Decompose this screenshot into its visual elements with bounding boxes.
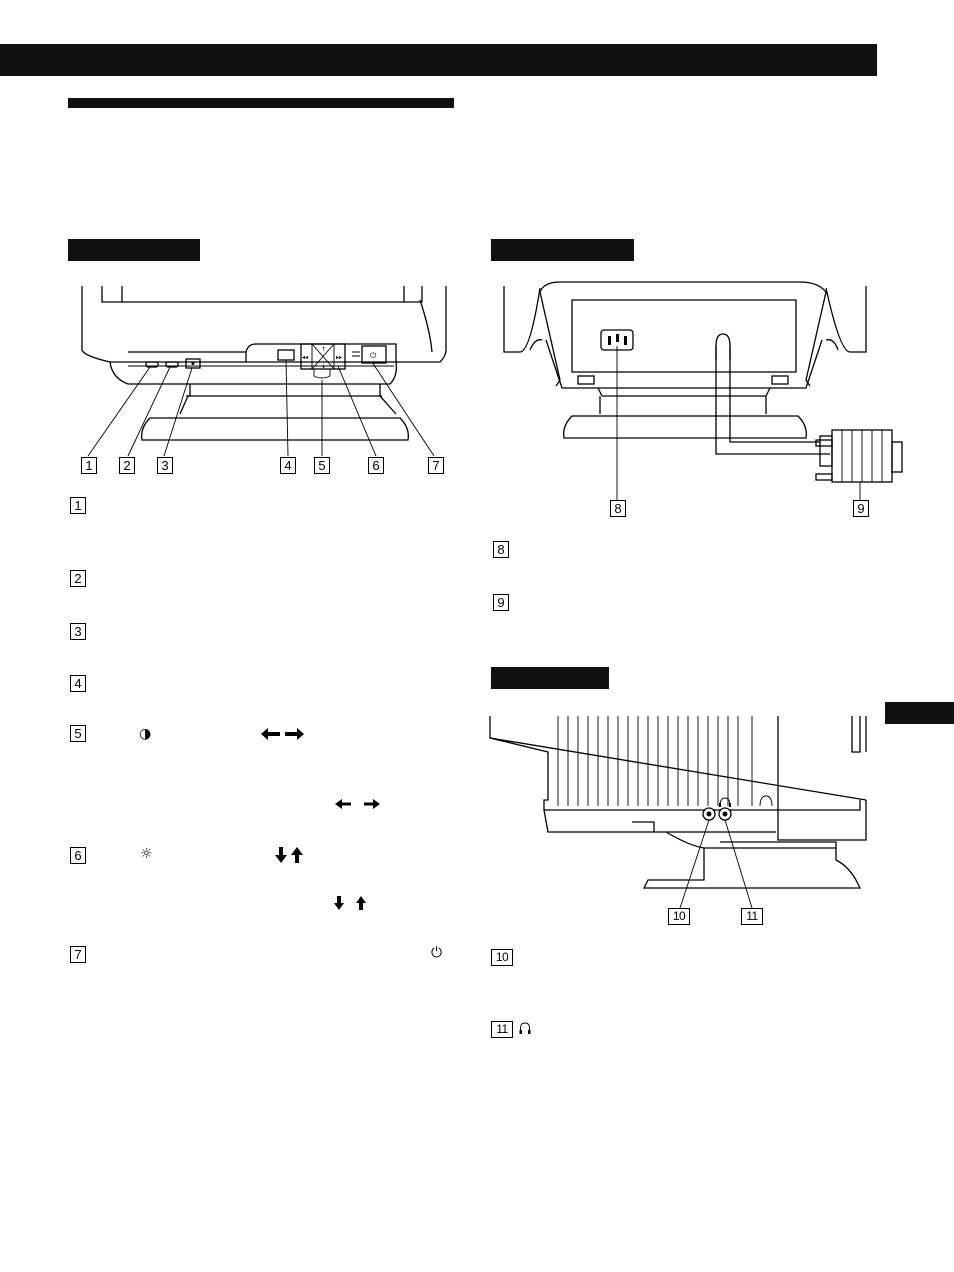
section-title-rule <box>68 98 454 108</box>
brightness-icon: ☼ <box>140 846 153 862</box>
svg-text:↑: ↑ <box>321 346 326 353</box>
power-icon: ⏻ <box>431 945 443 961</box>
list-item-6-number: 6 <box>70 847 86 864</box>
callout-10: 10 <box>668 908 690 925</box>
callout-9: 9 <box>853 500 869 517</box>
callout-7: 7 <box>428 457 444 474</box>
list-item-10-number: 10 <box>491 949 513 966</box>
callout-11: 11 <box>741 908 763 925</box>
callout-3: 3 <box>157 457 173 474</box>
contrast-icon: ◑ <box>139 726 152 742</box>
svg-text:◂◂: ◂◂ <box>302 354 308 361</box>
list-item-3-number: 3 <box>70 623 86 640</box>
callout-5: 5 <box>314 457 330 474</box>
side-label-bar <box>491 667 609 689</box>
list-item-8-number: 8 <box>493 541 509 558</box>
brightness-arrows-icon <box>275 847 303 863</box>
language-edge-tab <box>885 702 954 724</box>
callout-6: 6 <box>368 457 384 474</box>
brightness-arrows-small-icon <box>334 896 366 910</box>
list-item-7-number: 7 <box>70 946 86 963</box>
callout-2: 2 <box>119 457 135 474</box>
header-bar <box>0 44 877 76</box>
front-label-bar <box>68 239 200 261</box>
contrast-arrows-small-icon <box>335 799 380 809</box>
list-item-11-number: 11 <box>491 1021 513 1038</box>
svg-text:⏻: ⏻ <box>370 351 377 360</box>
list-item-4-number: 4 <box>70 675 86 692</box>
callout-1: 1 <box>81 457 97 474</box>
list-item-9-number: 9 <box>493 594 509 611</box>
headphones-icon <box>519 1022 531 1034</box>
contrast-arrows-icon <box>261 728 304 740</box>
list-item-2-number: 2 <box>70 570 86 587</box>
svg-text:▸▸: ▸▸ <box>336 354 342 361</box>
svg-text:↓: ↓ <box>321 363 326 370</box>
callout-4: 4 <box>280 457 296 474</box>
callout-8: 8 <box>610 500 626 517</box>
list-item-5-number: 5 <box>70 725 86 742</box>
rear-label-bar <box>491 239 634 261</box>
list-item-1-number: 1 <box>70 497 86 514</box>
